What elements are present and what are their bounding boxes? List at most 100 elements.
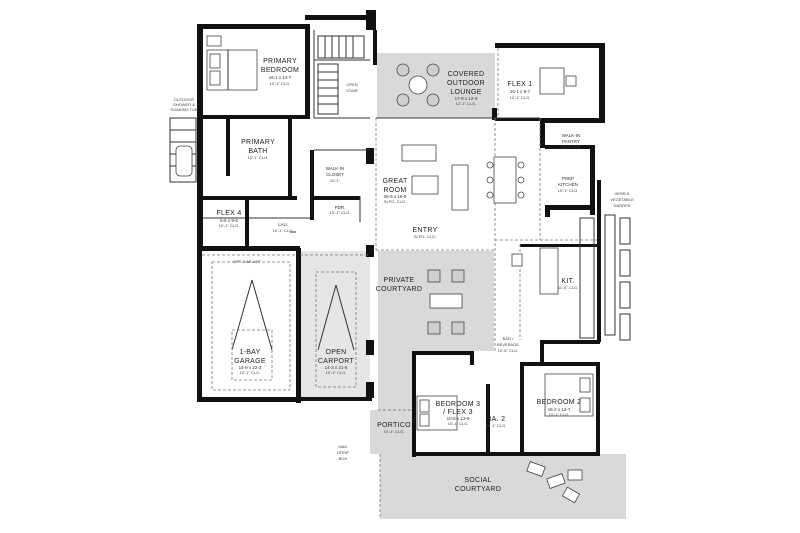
svg-text:OUTDOOR: OUTDOOR (174, 97, 195, 102)
svg-text:COURTYARD: COURTYARD (376, 286, 422, 293)
covered-outdoor-lounge-area (377, 53, 495, 118)
svg-text:OPEN: OPEN (325, 349, 346, 356)
room-label-pdr: PDR. 10'-1" CLG. (330, 205, 351, 215)
svg-text:16-2 x 13-7: 16-2 x 13-7 (548, 407, 571, 412)
svg-text:14-3 x 21-5: 14-3 x 21-5 (325, 365, 348, 370)
bedroom-3-bed (416, 395, 458, 431)
svg-text:GREAT: GREAT (382, 178, 408, 185)
exterior-walls (197, 10, 605, 457)
room-label-social-courtyard: SOCIAL COURTYARD (455, 477, 501, 493)
open-stair (317, 35, 365, 115)
svg-text:HERB &: HERB & (615, 191, 630, 196)
svg-text:PANTRY: PANTRY (562, 139, 580, 144)
svg-text:10'-1" CLG.: 10'-1" CLG. (549, 412, 570, 417)
room-label-great-room: GREAT ROOM 26-9 x 16-9 SLPG. CLG. (382, 178, 408, 204)
outdoor-shower-deck (169, 117, 197, 183)
lounge-seating (396, 63, 440, 107)
svg-text:BOX: BOX (339, 456, 348, 461)
svg-text:10'-1" CLG.: 10'-1" CLG. (273, 228, 294, 233)
label-outdoor-shower: OUTDOOR SHOWER & SOAKING TUB (170, 97, 198, 112)
svg-text:DROP: DROP (337, 450, 349, 455)
room-label-open-stair: OPEN STAIR (346, 82, 358, 93)
svg-text:FLEX 4: FLEX 4 (216, 210, 241, 217)
svg-text:BEVERAGE: BEVERAGE (497, 342, 519, 347)
svg-text:SOAKING TUB: SOAKING TUB (170, 107, 198, 112)
svg-text:PORTICO: PORTICO (377, 422, 411, 429)
garage-car-lift (211, 261, 291, 391)
room-label-flex-4: FLEX 4 6-5 x 9-6 10'-1" CLG. (216, 210, 241, 228)
label-opt-car-lift: OPT. CAR LIFT (233, 259, 261, 264)
flex-1-desk (539, 67, 577, 95)
courtyard-dining (427, 269, 465, 335)
herb-garden-beds (604, 214, 631, 341)
svg-text:1-BAY: 1-BAY (239, 349, 260, 356)
label-bar-beverage: BAR / BEVERAGE 10'-6" CLG. (497, 336, 519, 353)
svg-text:PDR.: PDR. (335, 205, 346, 210)
social-courtyard-area (380, 454, 626, 519)
room-label-bedroom-3: BEDROOM 3 / FLEX 3 10-5 x 13-9 10'-1" CL… (436, 401, 481, 426)
room-label-primary-bedroom: PRIMARY BEDROOM 16-1 x 13-7 10'-1" CLG. (261, 58, 299, 86)
svg-text:10'-1": 10'-1" (330, 178, 341, 183)
svg-text:10'-1" CLG.: 10'-1" CLG. (326, 370, 347, 375)
svg-text:OPEN: OPEN (346, 82, 357, 87)
svg-text:10'-1" CLG.: 10'-1" CLG. (248, 155, 269, 160)
primary-bedroom-bed (206, 35, 258, 91)
svg-text:6-5 x 9-6: 6-5 x 9-6 (220, 218, 238, 223)
svg-text:VEGETABLE: VEGETABLE (610, 197, 634, 202)
room-label-entry: ENTRY SLPG. CLG. (412, 227, 437, 239)
room-label-primary-bath: PRIMARY BATH 10'-1" CLG. (241, 139, 275, 160)
svg-text:16-1 x 13-7: 16-1 x 13-7 (269, 75, 292, 80)
room-label-open-carport: OPEN CARPORT 14-3 x 21-5 10'-1" CLG. (318, 349, 354, 375)
svg-text:12'-1" CLG.: 12'-1" CLG. (510, 95, 531, 100)
room-label-bedroom-2: BEDROOM 2 16-2 x 13-7 10'-1" CLG. (537, 399, 582, 417)
svg-text:COVERED: COVERED (448, 71, 485, 78)
carport-car (315, 271, 357, 388)
bedroom-2-bed (544, 373, 594, 417)
room-label-portico: PORTICO 10'-1" CLG. (377, 422, 411, 434)
svg-text:WALK-IN: WALK-IN (326, 166, 345, 171)
svg-text:11'-6" CLG.: 11'-6" CLG. (558, 285, 578, 290)
svg-text:15-1 x 9-7: 15-1 x 9-7 (510, 89, 531, 94)
svg-text:10'-1" CLG.: 10'-1" CLG. (448, 421, 469, 426)
svg-text:SHOWER &: SHOWER & (173, 102, 195, 107)
social-courtyard-chairs (526, 461, 583, 504)
svg-text:BEDROOM 2: BEDROOM 2 (537, 399, 582, 406)
svg-text:KITCHEN: KITCHEN (558, 182, 578, 187)
room-label-covered-outdoor-lounge: COVERED OUTDOOR LOUNGE 17-9 x 12-0 12'-1… (447, 71, 485, 106)
svg-text:BEDROOM: BEDROOM (261, 67, 299, 74)
svg-text:10'-6" CLG.: 10'-6" CLG. (498, 348, 519, 353)
svg-text:10'-1" CLG.: 10'-1" CLG. (561, 144, 582, 149)
svg-text:ROOM: ROOM (384, 187, 407, 194)
svg-text:LOUNGE: LOUNGE (450, 89, 481, 96)
svg-text:ENTRY: ENTRY (412, 227, 437, 234)
open-carport-area (300, 251, 370, 399)
room-label-walk-in-pantry: WALK-IN PANTRY 10'-1" CLG. (561, 133, 582, 149)
svg-text:PRIMARY: PRIMARY (241, 139, 275, 146)
svg-text:10'-1" CLG.: 10'-1" CLG. (330, 210, 351, 215)
svg-text:/ FLEX 3: / FLEX 3 (443, 409, 473, 416)
room-label-ba-2: BA. 2 10'-1" CLG. (486, 416, 507, 428)
room-label-flex-1: FLEX 1 15-1 x 9-7 12'-1" CLG. (507, 81, 532, 100)
svg-text:10'-1" CLG.: 10'-1" CLG. (219, 223, 240, 228)
room-label-prep-kitchen: PREP KITCHEN 10'-1" CLG. (558, 176, 579, 193)
svg-text:10'-1" CLG.: 10'-1" CLG. (558, 188, 579, 193)
svg-text:SOCIAL: SOCIAL (464, 477, 491, 484)
svg-text:LAU.: LAU. (278, 222, 288, 227)
svg-text:12'-1" CLG.: 12'-1" CLG. (456, 101, 477, 106)
svg-text:MAIL: MAIL (338, 444, 348, 449)
svg-text:26-9 x 16-9: 26-9 x 16-9 (384, 194, 407, 199)
svg-text:OUTDOOR: OUTDOOR (447, 80, 485, 87)
svg-text:KIT.: KIT. (561, 278, 574, 285)
svg-text:WALK-IN: WALK-IN (562, 133, 581, 138)
svg-text:GARAGE: GARAGE (234, 358, 266, 365)
svg-text:BATH: BATH (248, 148, 267, 155)
svg-text:BEDROOM 3: BEDROOM 3 (436, 401, 481, 408)
room-label-kit: KIT. 11'-6" CLG. (558, 278, 578, 290)
room-label-lau: LAU. 10'-1" CLG. (273, 222, 294, 233)
svg-text:10'-1" CLG.: 10'-1" CLG. (486, 423, 507, 428)
svg-text:GARDEN: GARDEN (613, 203, 630, 208)
svg-text:PREP: PREP (562, 176, 574, 181)
svg-text:OPT. CAR LIFT: OPT. CAR LIFT (233, 259, 261, 264)
svg-text:BA. 2: BA. 2 (487, 416, 506, 423)
